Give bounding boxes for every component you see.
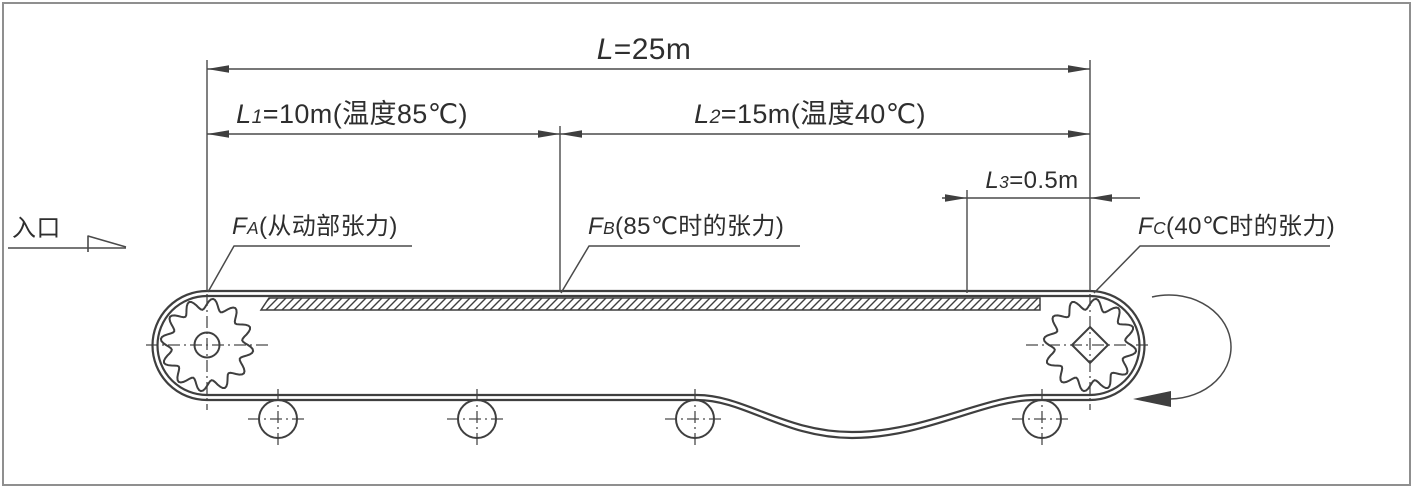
force-label-fc: FC(40℃时的张力) — [1138, 213, 1336, 240]
dim-l-value: =25m — [613, 33, 692, 66]
dim-l3-symbol: L — [985, 167, 1000, 194]
entrance-text: 入口 — [12, 215, 61, 242]
right-sprocket-square-shaft — [1070, 325, 1110, 365]
belt-outline — [151, 289, 1146, 440]
left-sprocket-shaft-hole — [193, 331, 221, 359]
right-sprocket — [1042, 297, 1138, 393]
dim-l3-value: =0.5m — [1009, 167, 1079, 194]
force-fc-subscript: C — [1153, 218, 1166, 238]
dim-l2-value: =15m(温度40℃) — [720, 99, 926, 129]
dim-label-l1: L1=10m(温度85℃) — [236, 99, 468, 130]
force-fb-note: (85℃时的张力) — [614, 213, 785, 240]
force-fa-symbol: F — [232, 213, 248, 240]
hatched-belt-section — [259, 297, 1041, 311]
leader-fc — [1093, 245, 1330, 294]
dimension-arrowheads — [207, 65, 1112, 202]
roller-3 — [675, 399, 715, 439]
dim-l3-subscript: 3 — [999, 172, 1010, 192]
dim-label-l: L=25m — [597, 33, 692, 66]
entrance-flag-icon — [8, 235, 127, 252]
force-fb-symbol: F — [588, 213, 604, 240]
dim-l1-value: =10m(温度85℃) — [262, 99, 468, 129]
dim-l2-symbol: L — [694, 99, 710, 129]
support-rollers — [258, 399, 1062, 439]
dim-l1-symbol: L — [236, 99, 252, 129]
roller-1 — [258, 399, 298, 439]
dim-l1-subscript: 1 — [251, 106, 263, 128]
rotation-arrow-icon — [1133, 294, 1232, 407]
leader-lines — [207, 245, 1330, 294]
left-sprocket-teeth — [159, 297, 255, 393]
force-label-fb: FB(85℃时的张力) — [588, 213, 785, 240]
force-fc-note: (40℃时的张力) — [1165, 213, 1336, 240]
dim-l2-subscript: 2 — [709, 106, 721, 128]
right-sprocket-teeth — [1042, 297, 1138, 393]
force-fa-note: (从动部张力) — [258, 213, 398, 240]
force-fa-subscript: A — [247, 218, 259, 238]
extension-lines — [206, 60, 1091, 293]
roller-2 — [457, 399, 497, 439]
roller-4 — [1022, 399, 1062, 439]
dim-l-symbol: L — [596, 33, 614, 66]
left-sprocket — [159, 297, 255, 393]
force-fc-symbol: F — [1138, 213, 1154, 240]
dim-label-l3: L3=0.5m — [985, 167, 1079, 194]
dim-label-l2: L2=15m(温度40℃) — [694, 99, 926, 130]
force-fb-subscript: B — [603, 218, 615, 238]
entrance-label: 入口 — [12, 215, 61, 242]
leader-fb — [560, 245, 800, 294]
force-label-fa: FA(从动部张力) — [232, 213, 398, 240]
leader-fa — [207, 245, 412, 293]
